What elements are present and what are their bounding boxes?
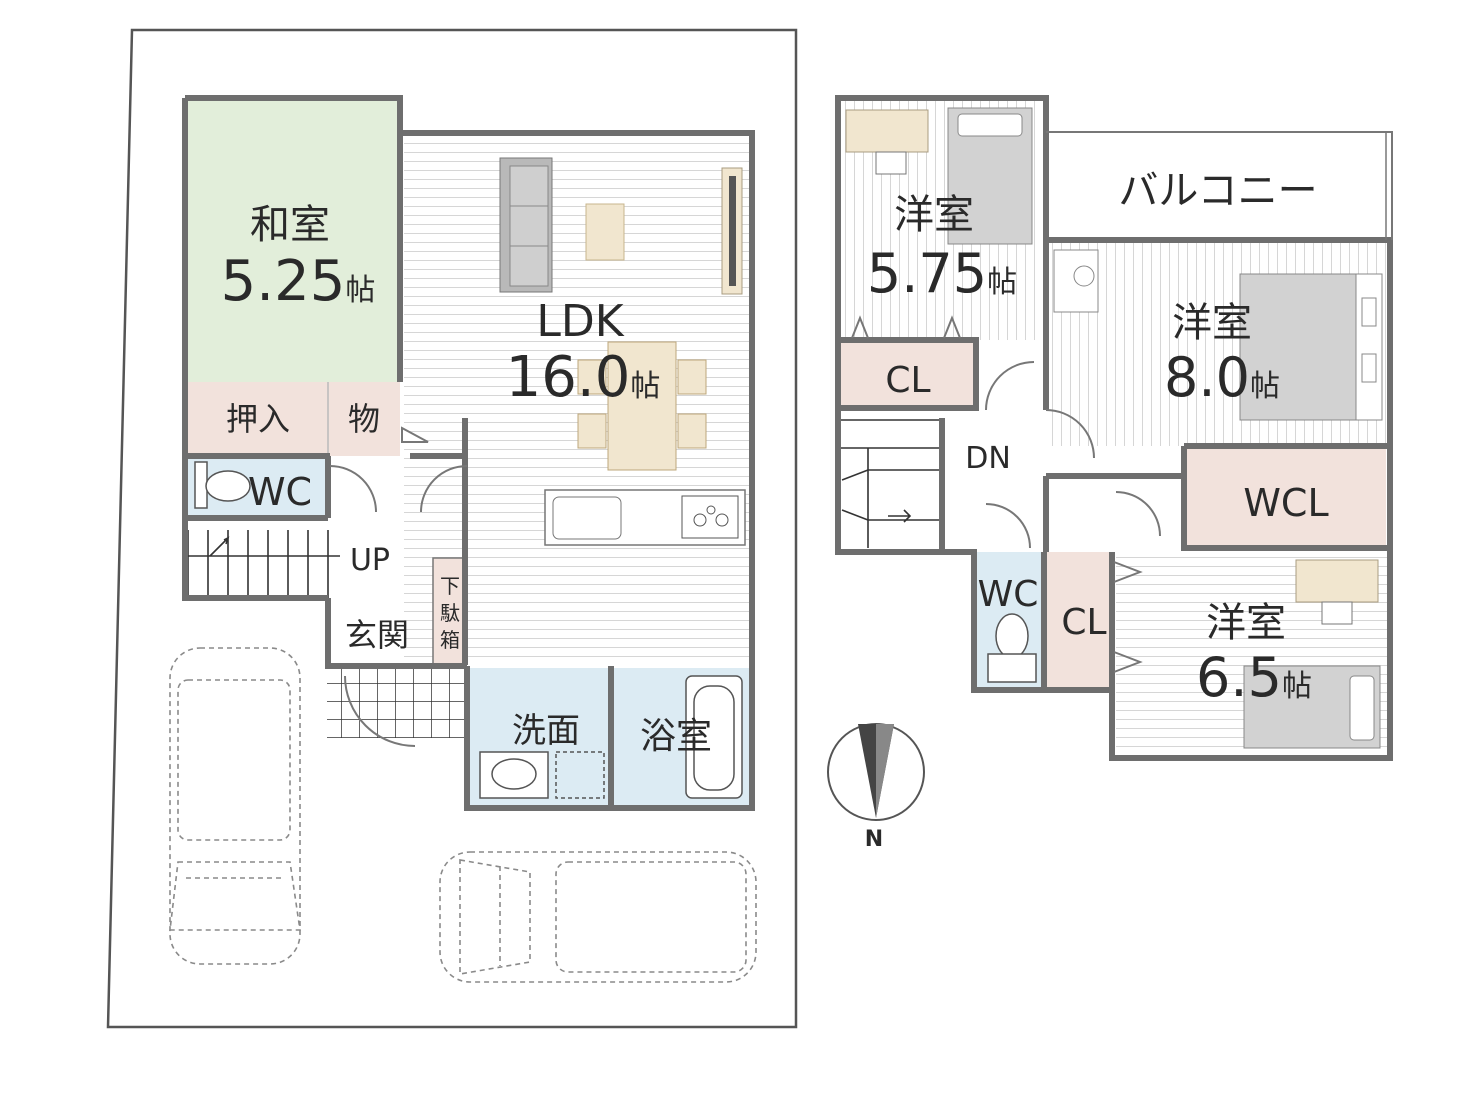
compass-icon [827, 723, 925, 821]
toilet-icon [987, 613, 1037, 683]
car-outline-icon [169, 647, 301, 965]
sink-icon [552, 496, 622, 540]
washitsu-size-num: 5.25 [221, 249, 346, 314]
senmen-label: 洗面 [512, 711, 580, 751]
genkan-label: 玄関 [345, 616, 409, 654]
tv-board [721, 167, 743, 295]
washitsu-tatami [185, 100, 400, 382]
room3-unit: 帖 [1282, 669, 1312, 704]
bed-icon [1239, 273, 1383, 421]
door-swing-icon [851, 315, 1161, 673]
stairs-icon [840, 419, 942, 548]
cl2-storage [1046, 552, 1114, 688]
desk-icon [1053, 249, 1099, 313]
desk-icon [1295, 559, 1379, 625]
room3-size: 6.5帖 [1196, 646, 1312, 709]
ldk-label: LDK [536, 296, 624, 347]
oshiire-storage [185, 382, 400, 456]
room2-size-num: 8.0 [1164, 346, 1250, 409]
toilet-icon [194, 461, 251, 509]
north-label: N [865, 827, 883, 852]
washitsu-size: 5.25帖 [221, 249, 376, 314]
stove-icon [681, 495, 739, 539]
ldk-size-num: 16.0 [506, 345, 631, 410]
washitsu-unit: 帖 [345, 273, 375, 308]
room2-size: 8.0帖 [1164, 346, 1280, 409]
washbasin-icon [479, 751, 605, 799]
dn-label: DN [965, 441, 1011, 476]
getabako-label-2: 駄 [440, 601, 460, 625]
room2-label: 洋室 [1172, 300, 1252, 346]
room1-label: 洋室 [894, 192, 974, 238]
wc-label-floor1: WC [248, 470, 312, 514]
room1-unit: 帖 [987, 265, 1017, 300]
oshiire-label: 押入 [226, 400, 290, 438]
up-label: UP [350, 543, 390, 578]
getabako-label-3: 箱 [440, 628, 460, 652]
mono-label: 物 [348, 400, 380, 438]
wcl-storage [1184, 446, 1386, 548]
wc-label-floor2: WC [978, 574, 1039, 615]
bed-icon [1243, 665, 1381, 749]
wcl-label: WCL [1243, 481, 1328, 525]
room3-size-num: 6.5 [1196, 646, 1282, 709]
yokushitsu-label: 浴室 [640, 716, 712, 757]
ldk-size: 16.0帖 [506, 345, 661, 410]
stairs-icon [187, 530, 340, 598]
getabako-label-1: 下 [440, 574, 460, 598]
balcony-label: バルコニー [1118, 168, 1317, 214]
door-swing-icon [329, 426, 468, 747]
washitsu-label: 和室 [250, 202, 330, 248]
desk-icon [845, 109, 929, 175]
room1-size: 5.75帖 [867, 242, 1017, 305]
genkan-tile [327, 666, 465, 738]
dining-set [577, 341, 707, 471]
room1-size-num: 5.75 [867, 242, 987, 305]
room2-unit: 帖 [1250, 369, 1280, 404]
bed-icon [947, 107, 1033, 245]
site-boundary [106, 28, 798, 1029]
floor1-walls [182, 95, 755, 811]
cl2-label: CL [1061, 602, 1106, 643]
ldk-unit: 帖 [630, 369, 660, 404]
floor2-walls [835, 95, 1393, 761]
sofa-icon [499, 157, 553, 293]
bathtub-icon [685, 675, 743, 799]
car-outline-icon [439, 851, 757, 983]
cl1-storage [840, 342, 974, 408]
kitchen-counter [544, 489, 746, 546]
cl1-label: CL [885, 360, 930, 401]
balcony-outline [1046, 131, 1393, 240]
room3-label: 洋室 [1206, 600, 1286, 646]
coffee-table [585, 203, 625, 261]
